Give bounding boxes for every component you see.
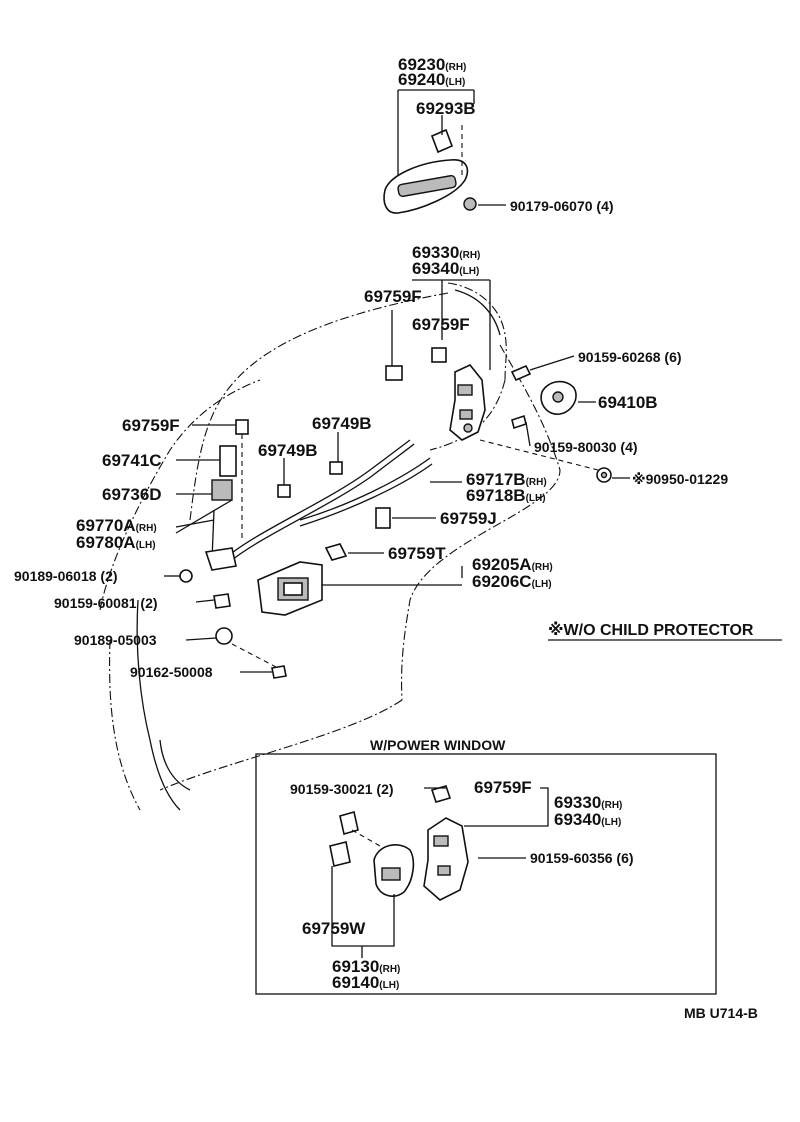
label-90189-06018: 90189-06018 (2) — [14, 568, 118, 584]
label-69330-top: 69330(RH) — [412, 243, 480, 262]
screw-icon — [510, 364, 532, 430]
label-69205A: 69205A(RH) — [472, 555, 553, 574]
label-90159-60081: 90159-60081 (2) — [54, 595, 158, 611]
dash-washer — [479, 439, 599, 471]
power-window-lock-icon — [423, 785, 469, 901]
fastener-icon — [179, 569, 287, 679]
label-69330-pw: 69330(RH) — [554, 793, 622, 812]
dash-fastener — [231, 643, 279, 669]
label-69770A: 69770A(RH) — [76, 516, 157, 535]
leader-90159-60268 — [529, 355, 575, 371]
label-90159-60268: 90159-60268 (6) — [578, 349, 682, 365]
remote-control-icon — [329, 810, 415, 897]
label-69293B: 69293B — [416, 99, 476, 118]
leader-90159-60081 — [195, 599, 215, 603]
washer-icon — [596, 467, 612, 483]
label-69240: 69240(LH) — [398, 70, 465, 89]
label-69340-pw: 69340(LH) — [554, 810, 621, 829]
door-panel-outline — [99, 282, 561, 811]
label-69230: 69230(RH) — [398, 55, 466, 74]
rod-clip-icon — [277, 461, 391, 529]
label-69140: 69140(LH) — [332, 973, 399, 992]
label-69759J: 69759J — [440, 509, 497, 528]
dash-pw — [351, 829, 381, 847]
label-69340-top: 69340(LH) — [412, 259, 479, 278]
leader-90189-05003 — [185, 637, 217, 641]
label-90159-80030: 90159-80030 (4) — [534, 439, 638, 455]
label-69206C: 69206C(LH) — [472, 572, 552, 591]
label-69741C: 69741C — [102, 451, 162, 470]
outside-handle-icon — [383, 128, 477, 214]
label-69410B: 69410B — [598, 393, 658, 412]
door-lock-icon — [449, 364, 486, 441]
label-69759W: 69759W — [302, 919, 366, 938]
clip-icon — [235, 347, 447, 435]
leader-69780A — [175, 499, 233, 534]
label-69717B: 69717B(RH) — [466, 470, 547, 489]
leader-69759W — [331, 866, 395, 947]
reference-code: MB U714-B — [684, 1005, 758, 1021]
leader-69770A — [175, 519, 215, 528]
label-69749B-b: 69749B — [258, 441, 318, 460]
label-90189-05003: 90189-05003 — [74, 632, 157, 648]
label-w-power-window: W/POWER WINDOW — [370, 737, 506, 753]
label-69749B-a: 69749B — [312, 414, 372, 433]
power-window-box — [255, 753, 717, 995]
label-90159-60356: 90159-60356 (6) — [530, 850, 634, 866]
label-69759F-c: 69759F — [122, 416, 180, 435]
rod-icon — [211, 439, 433, 561]
striker-icon — [540, 380, 577, 415]
label-69759F-b: 69759F — [412, 315, 470, 334]
label-90950-01229: ※90950-01229 — [632, 471, 728, 487]
inside-handle-icon — [257, 561, 323, 616]
label-90179-06070: 90179-06070 (4) — [510, 198, 614, 214]
label-69130: 69130(RH) — [332, 957, 400, 976]
label-69759F-a: 69759F — [364, 287, 422, 306]
clip-69759T-icon — [324, 543, 348, 561]
label-90162-50008: 90162-50008 — [130, 664, 213, 680]
child-lock-icon — [204, 445, 237, 571]
label-69718B: 69718B(LH) — [466, 486, 546, 505]
label-69759T: 69759T — [388, 544, 446, 563]
label-69759F-pw: 69759F — [474, 778, 532, 797]
label-90159-30021: 90159-30021 (2) — [290, 781, 394, 797]
label-69736D: 69736D — [102, 485, 162, 504]
label-69780A: 69780A(LH) — [76, 533, 156, 552]
leader-69330-pw — [464, 787, 549, 827]
leader-90159-80030 — [525, 421, 531, 447]
label-wo-child-protector: ※W/O CHILD PROTECTOR — [548, 621, 754, 639]
